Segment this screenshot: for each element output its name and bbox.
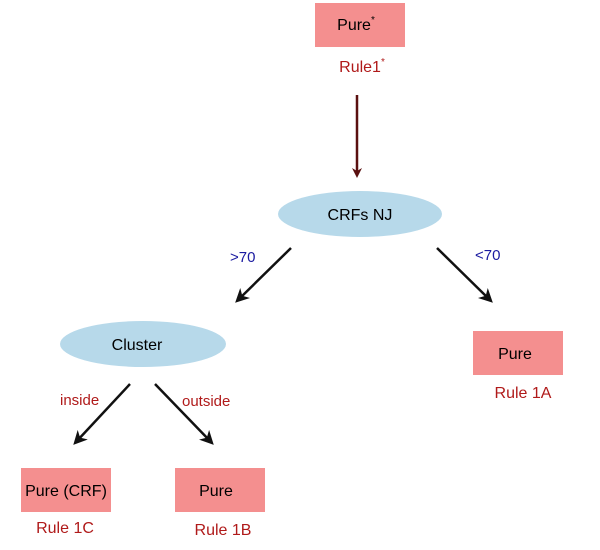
- rule-1a-pure-box: [473, 331, 563, 375]
- rule-1b-label: Rule 1B: [195, 522, 252, 539]
- outside-arrow: [154, 383, 214, 445]
- rule-1b-pure-label: Pure: [199, 483, 233, 500]
- cluster-label: Cluster: [112, 337, 163, 354]
- crfs-nj-label: CRFs NJ: [328, 207, 393, 224]
- rule-1c-label: Rule 1C: [36, 520, 94, 537]
- rule-1a-label: Rule 1A: [495, 385, 552, 402]
- outside-label: outside: [182, 393, 230, 410]
- rule-1b-pure-box: [175, 468, 265, 512]
- rule-1c-pure-crf-label: Pure (CRF): [25, 483, 107, 500]
- gt70-label: >70: [230, 249, 255, 266]
- inside-label: inside: [60, 392, 99, 409]
- rule-1c-pure-crf-box: [21, 468, 111, 512]
- cluster-node: [60, 321, 226, 367]
- gt70-arrow: [235, 247, 292, 303]
- root-pure-label: Pure*: [337, 15, 375, 34]
- crfs-nj-node: [278, 191, 442, 237]
- inside-arrow: [73, 383, 131, 445]
- lt70-arrow: [436, 247, 493, 303]
- rule-1a-pure-label: Pure: [498, 346, 532, 363]
- root-rule-label: Rule1*: [339, 57, 385, 76]
- root-pure-box: [315, 3, 405, 47]
- lt70-label: <70: [475, 247, 500, 264]
